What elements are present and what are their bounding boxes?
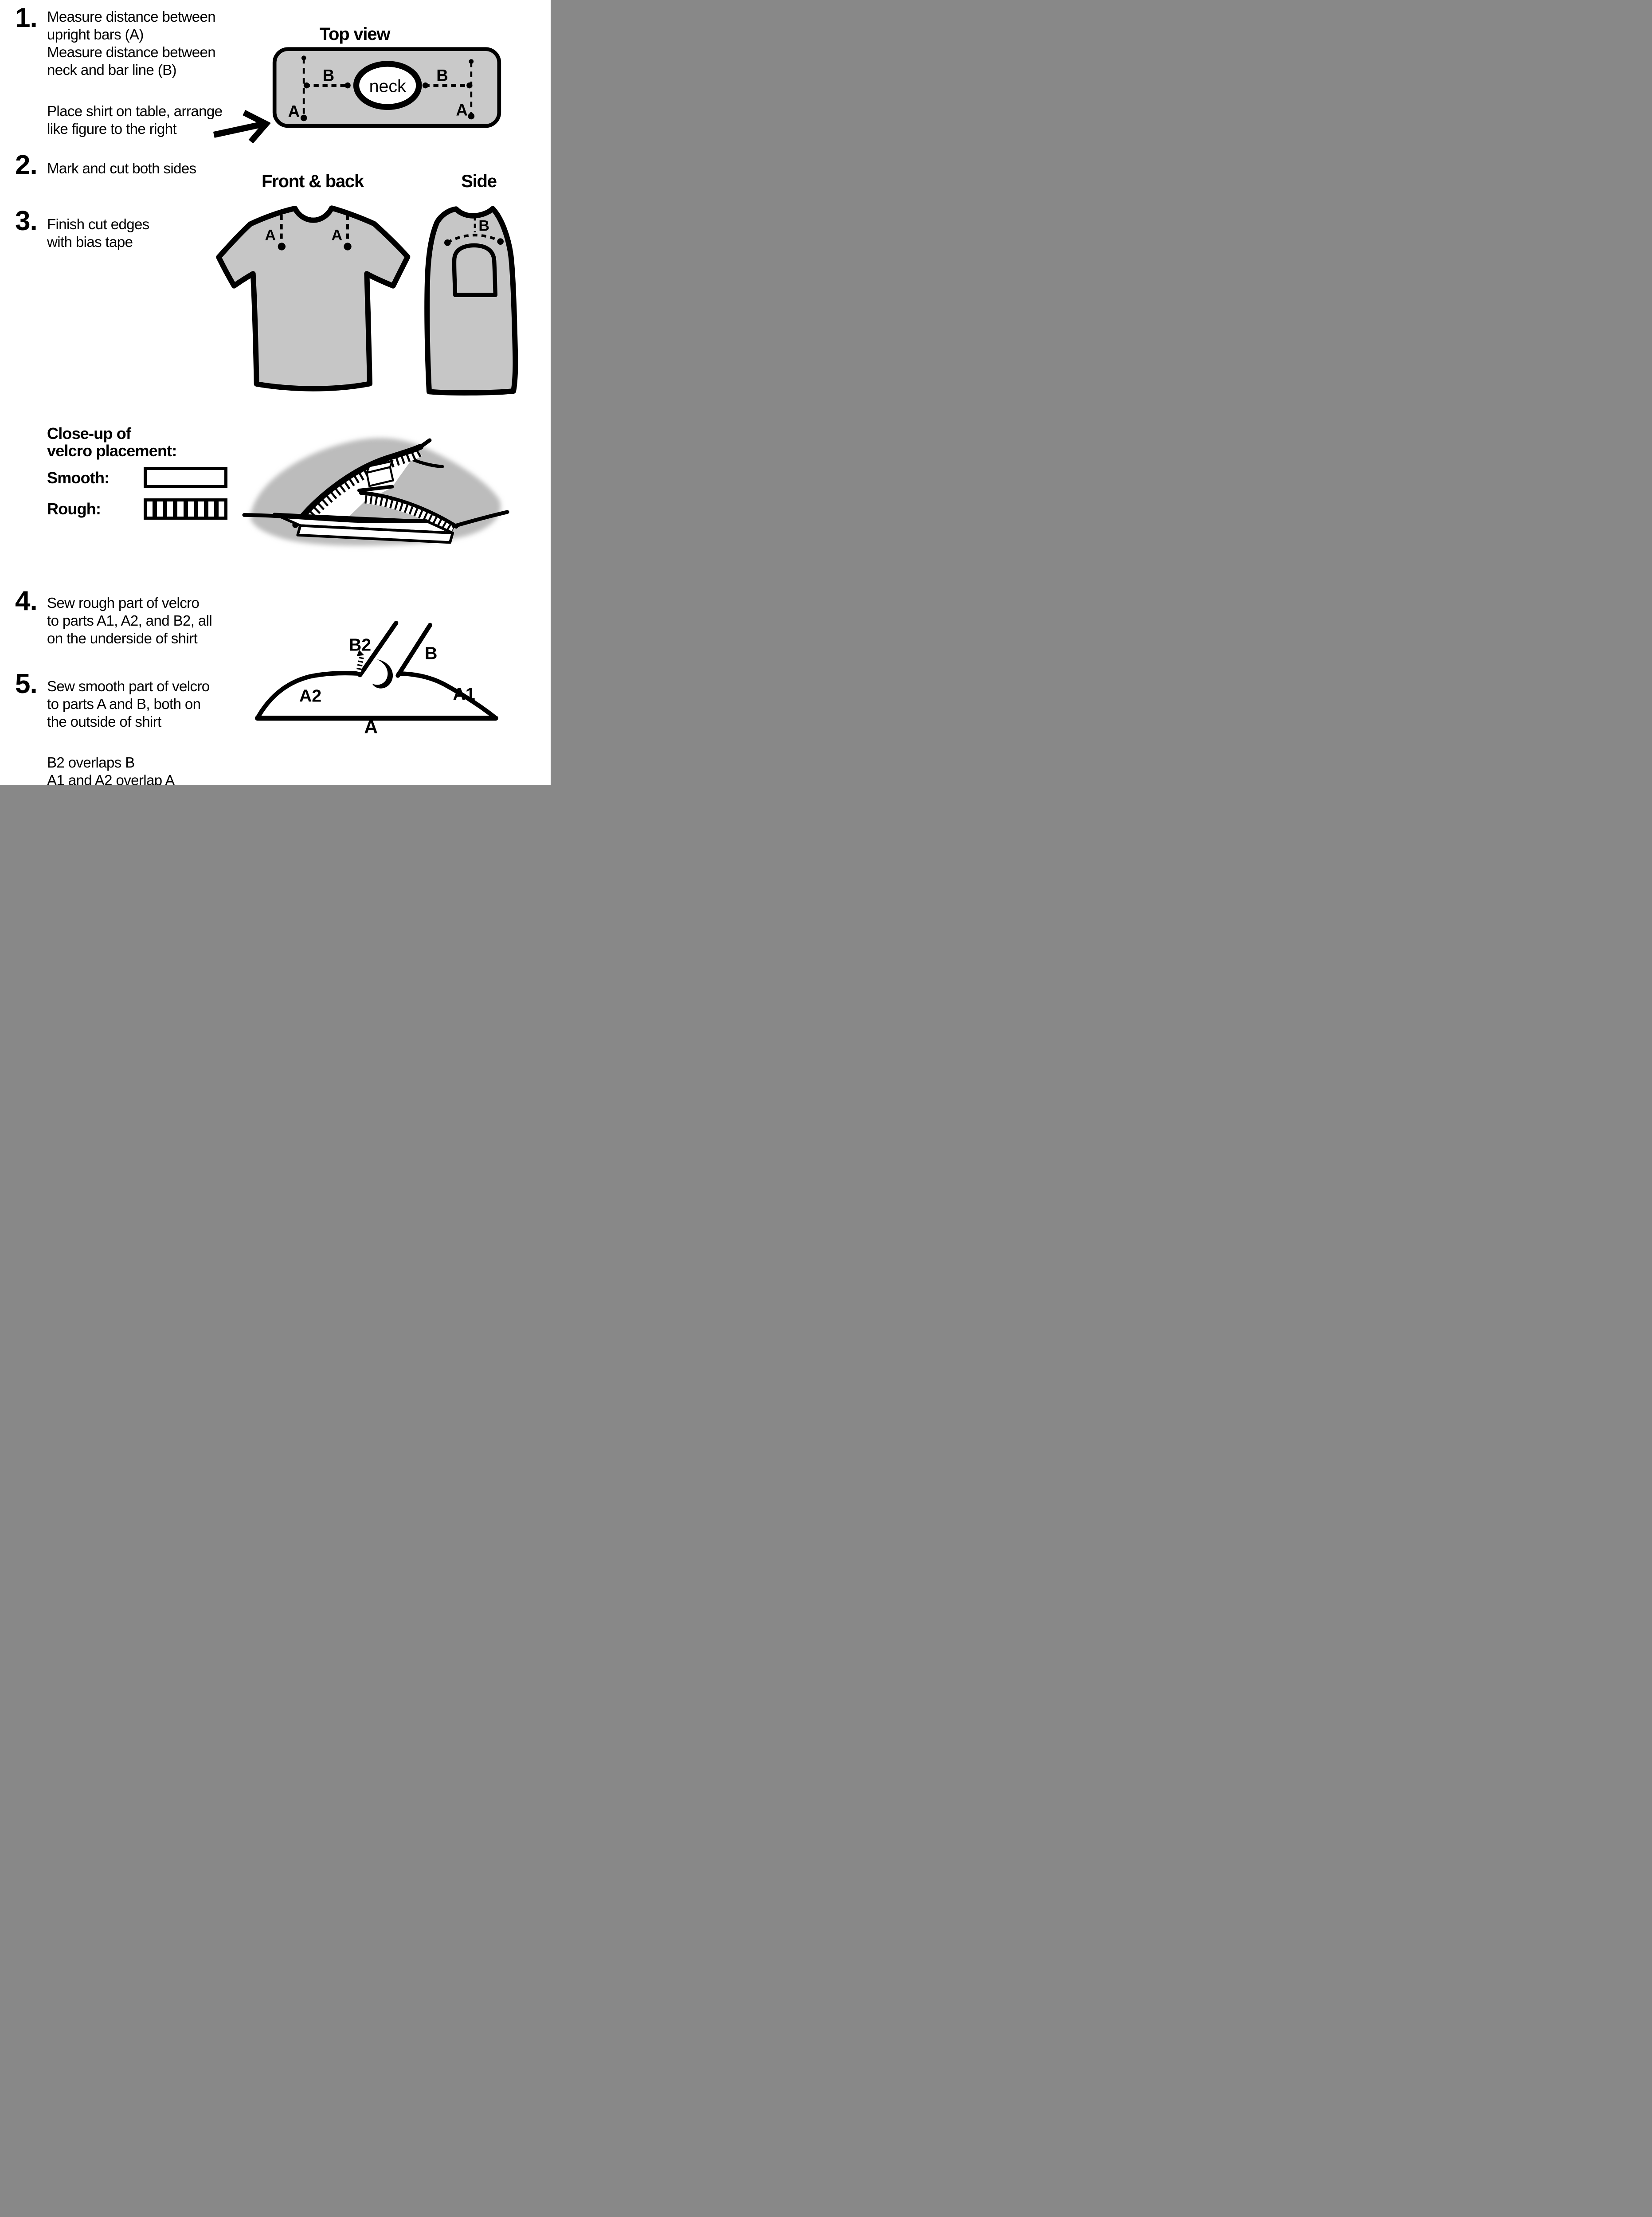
- top-view-title: Top view: [319, 24, 391, 44]
- step-3-number: 3.: [15, 206, 38, 236]
- cut-label-b: B: [425, 643, 437, 663]
- step-1-line-1: Measure distance between: [47, 8, 216, 25]
- side-title: Side: [461, 172, 497, 191]
- bar-line-left-bottom-dot: [300, 114, 307, 121]
- step-3-line-2: with bias tape: [47, 234, 133, 250]
- step-4-text: Sew rough part of velcro to parts A1, A2…: [47, 594, 212, 647]
- step-5-line-3: the outside of shirt: [47, 713, 161, 730]
- rough-band-2-stripes: [364, 495, 455, 535]
- front-back-shirt: [216, 205, 411, 392]
- bar-line-left-top-dot: [301, 55, 306, 60]
- step-4-line-2: to parts A1, A2, and B2, all: [47, 612, 212, 629]
- dome-right-shoulder: [396, 671, 498, 721]
- step-5-text: Sew smooth part of velcro to parts A and…: [47, 678, 210, 731]
- front-cut-dot-left: [278, 243, 286, 251]
- ground-line-left: [242, 513, 429, 523]
- cut-parts-diagram: B2 B A2 A1 A: [255, 621, 498, 738]
- cut-label-a2: A2: [299, 686, 321, 705]
- closeup-heading-line-1: Close-up of: [47, 424, 131, 443]
- b-line-left-dot1: [303, 82, 310, 89]
- cut-label-a1: A1: [453, 684, 475, 704]
- step-3-line-1: Finish cut edges: [47, 216, 149, 232]
- dome-left-shoulder: [255, 671, 361, 721]
- top-view-label-a-right: A: [456, 101, 467, 119]
- shirt-figures: A A B: [216, 205, 518, 396]
- smooth-label: Smooth:: [47, 469, 110, 487]
- step-5-line-2: to parts A and B, both on: [47, 696, 201, 712]
- ground-line-right: [452, 510, 509, 529]
- instruction-sheet: 1. Measure distance between upright bars…: [0, 0, 551, 785]
- arrow-right-icon: [213, 110, 271, 144]
- b-line-left-dot2: [344, 82, 351, 89]
- b-line-right-dot1: [422, 82, 429, 89]
- front-back-title: Front & back: [261, 172, 364, 191]
- flap-curl: [372, 659, 393, 689]
- step-1-line-6: like figure to the right: [47, 121, 177, 137]
- step-1-line-4: neck and bar line (B): [47, 62, 177, 78]
- side-shirt: [424, 206, 518, 396]
- cut-label-b2: B2: [349, 635, 371, 655]
- step-1-line-2: upright bars (A): [47, 26, 144, 43]
- step-1-line-3: Measure distance between: [47, 44, 216, 60]
- smooth-slab-front-face: [296, 524, 454, 544]
- front-cut-dot-right: [344, 243, 352, 251]
- bar-line-right-bottom-dot: [468, 113, 475, 120]
- front-label-a-right: A: [331, 227, 342, 243]
- top-view-label-b-left: B: [323, 67, 334, 85]
- side-arc-dot-right: [497, 238, 504, 245]
- arrow-shaft: [213, 121, 264, 138]
- cut-edge-b2: [358, 621, 399, 678]
- step-3-text: Finish cut edges with bias tape: [47, 215, 149, 251]
- step-1-line-5: Place shirt on table, arrange: [47, 103, 223, 119]
- second-flap-edge: [359, 490, 458, 529]
- closeup-heading: Close-up of velcro placement:: [47, 425, 177, 459]
- note-line-2: A1 and A2 overlap A: [47, 772, 175, 785]
- cut-edge-b: [395, 623, 432, 678]
- side-arc-dot-left: [444, 239, 451, 246]
- step-1-text-2: Place shirt on table, arrange like figur…: [47, 102, 223, 138]
- side-label-b: B: [478, 218, 489, 235]
- smooth-block-front-face: [365, 466, 395, 487]
- step-4-number: 4.: [15, 586, 38, 616]
- rough-stripes: [147, 501, 224, 517]
- step-2-number: 2.: [15, 150, 38, 180]
- rough-velcro-swatch: [144, 498, 227, 520]
- step-5-number: 5.: [15, 669, 38, 699]
- front-label-a-left: A: [265, 227, 276, 243]
- bar-line-right-top-dot: [469, 59, 474, 64]
- smooth-velcro-swatch: [144, 467, 227, 488]
- note-line-1: B2 overlaps B: [47, 754, 135, 771]
- step-1-text: Measure distance between upright bars (A…: [47, 8, 216, 79]
- top-view-label-a-left: A: [288, 102, 300, 120]
- rough-label: Rough:: [47, 500, 101, 518]
- side-sleeve-outline: [452, 243, 497, 297]
- b2-velcro-arrow-tip: [356, 650, 364, 656]
- notes: B2 overlaps B A1 and A2 overlap A: [47, 754, 175, 785]
- step-2-line-1: Mark and cut both sides: [47, 160, 196, 176]
- top-view-label-b-right: B: [436, 67, 448, 85]
- flap-fold-bar: [357, 485, 394, 493]
- step-1-number: 1.: [15, 3, 38, 33]
- neck-hole: [353, 61, 422, 110]
- closeup-heading-line-2: velcro placement:: [47, 442, 177, 460]
- arrow-head: [243, 110, 271, 144]
- b2-velcro-arrow-stripes: [356, 657, 364, 674]
- step-4-line-1: Sew rough part of velcro: [47, 595, 200, 611]
- top-view-diagram: neck A A B B: [272, 47, 501, 128]
- neck-label: neck: [369, 76, 406, 96]
- step-4-line-3: on the underside of shirt: [47, 630, 198, 646]
- flap-tip: [419, 438, 432, 449]
- b-line-right-dot2: [466, 82, 473, 89]
- cut-label-a: A: [364, 717, 378, 738]
- step-5-line-1: Sew smooth part of velcro: [47, 678, 210, 694]
- side-b-arc: [446, 234, 501, 244]
- velcro-placement-illustration: [242, 438, 509, 546]
